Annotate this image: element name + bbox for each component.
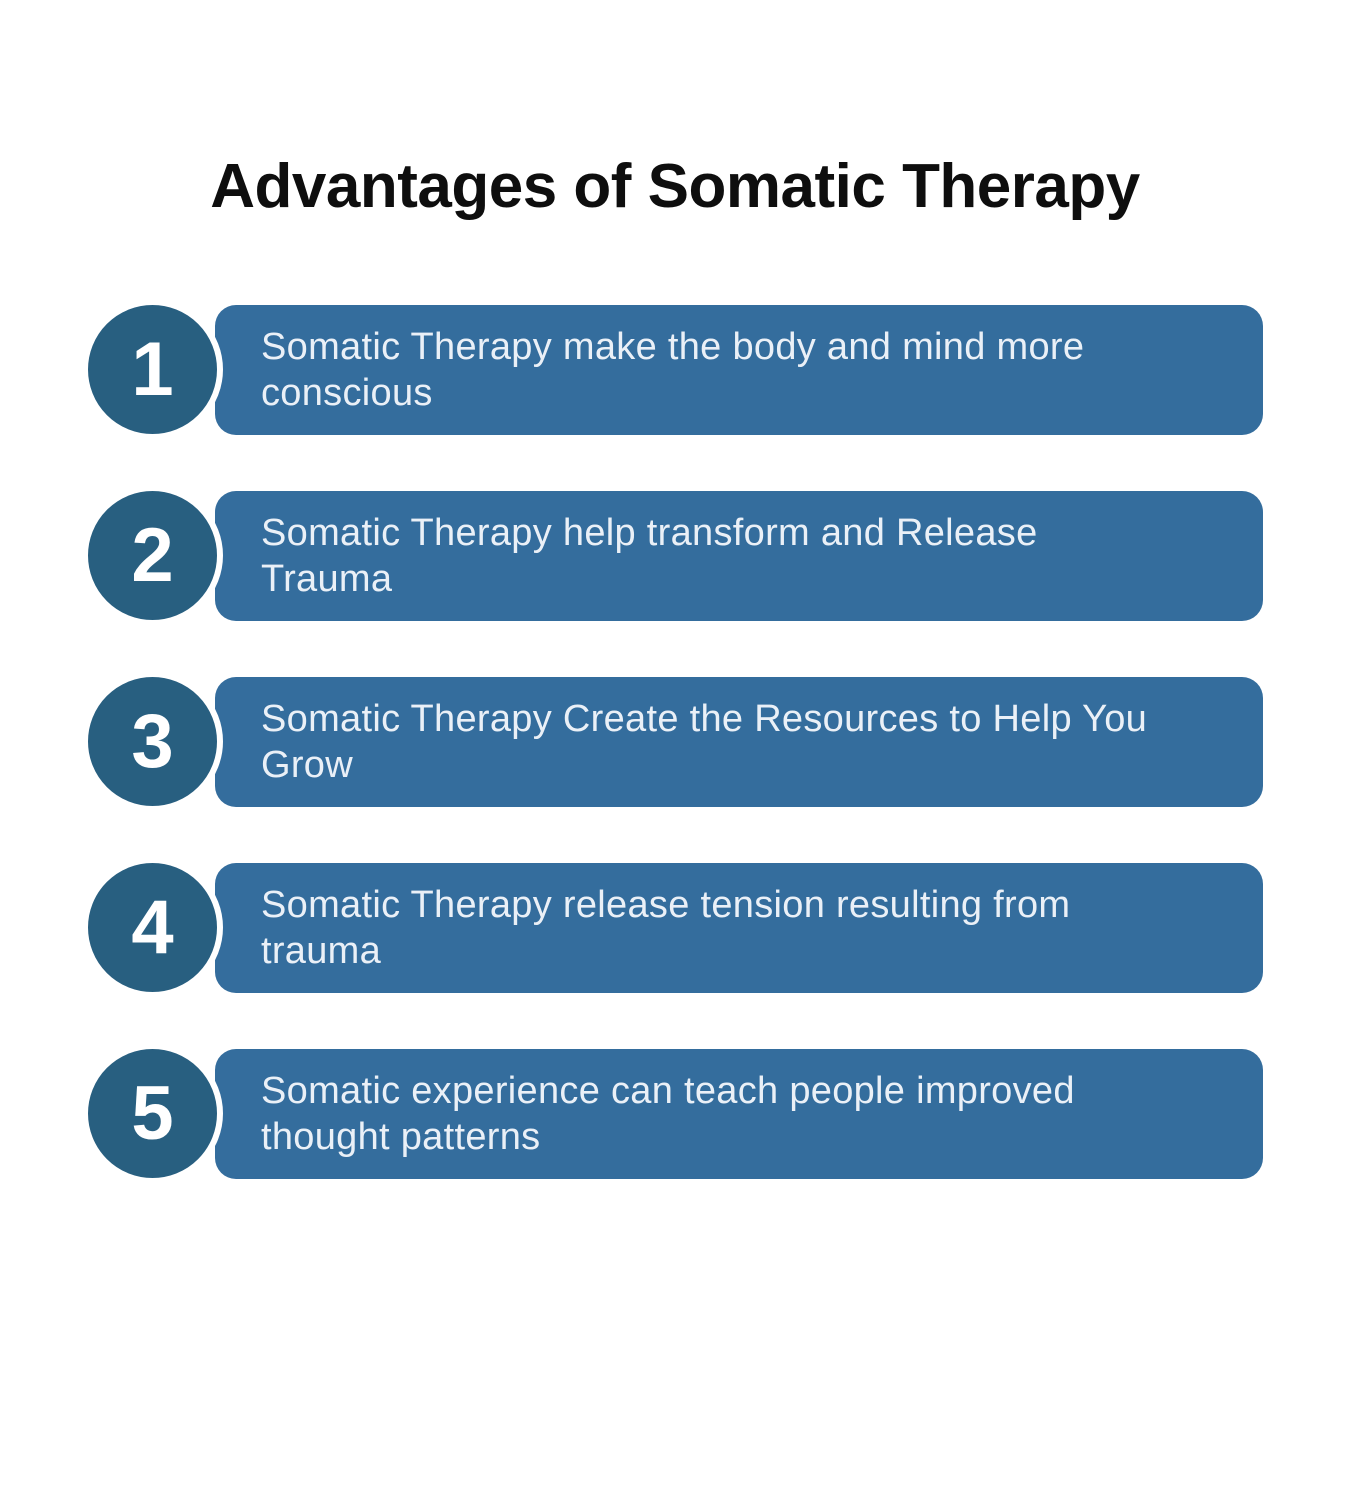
list-item: 2 Somatic Therapy help transform and Rel… <box>0 485 1350 626</box>
number-badge: 1 <box>82 299 223 440</box>
badge-number: 2 <box>131 512 174 598</box>
item-pill: Somatic Therapy make the body and mind m… <box>215 305 1263 435</box>
item-text: Somatic experience can teach people impr… <box>261 1070 1075 1158</box>
infographic-page: Advantages of Somatic Therapy 1 Somatic … <box>0 156 1350 1506</box>
advantages-list: 1 Somatic Therapy make the body and mind… <box>0 299 1350 1184</box>
item-pill: Somatic Therapy Create the Resources to … <box>215 677 1263 807</box>
number-badge: 3 <box>82 671 223 812</box>
badge-number: 5 <box>131 1070 174 1156</box>
item-text: Somatic Therapy release tension resultin… <box>261 884 1071 972</box>
badge-number: 3 <box>131 698 174 784</box>
number-badge: 2 <box>82 485 223 626</box>
list-item: 4 Somatic Therapy release tension result… <box>0 857 1350 998</box>
badge-number: 4 <box>131 884 174 970</box>
list-item: 1 Somatic Therapy make the body and mind… <box>0 299 1350 440</box>
item-text: Somatic Therapy make the body and mind m… <box>261 326 1085 414</box>
number-badge: 5 <box>82 1043 223 1184</box>
item-pill: Somatic Therapy release tension resultin… <box>215 863 1263 993</box>
item-pill: Somatic experience can teach people impr… <box>215 1049 1263 1179</box>
item-pill: Somatic Therapy help transform and Relea… <box>215 491 1263 621</box>
number-badge: 4 <box>82 857 223 998</box>
page-title: Advantages of Somatic Therapy <box>210 152 1140 221</box>
badge-number: 1 <box>131 326 174 412</box>
list-item: 3 Somatic Therapy Create the Resources t… <box>0 671 1350 812</box>
item-text: Somatic Therapy Create the Resources to … <box>261 698 1148 786</box>
list-item: 5 Somatic experience can teach people im… <box>0 1043 1350 1184</box>
item-text: Somatic Therapy help transform and Relea… <box>261 512 1038 600</box>
